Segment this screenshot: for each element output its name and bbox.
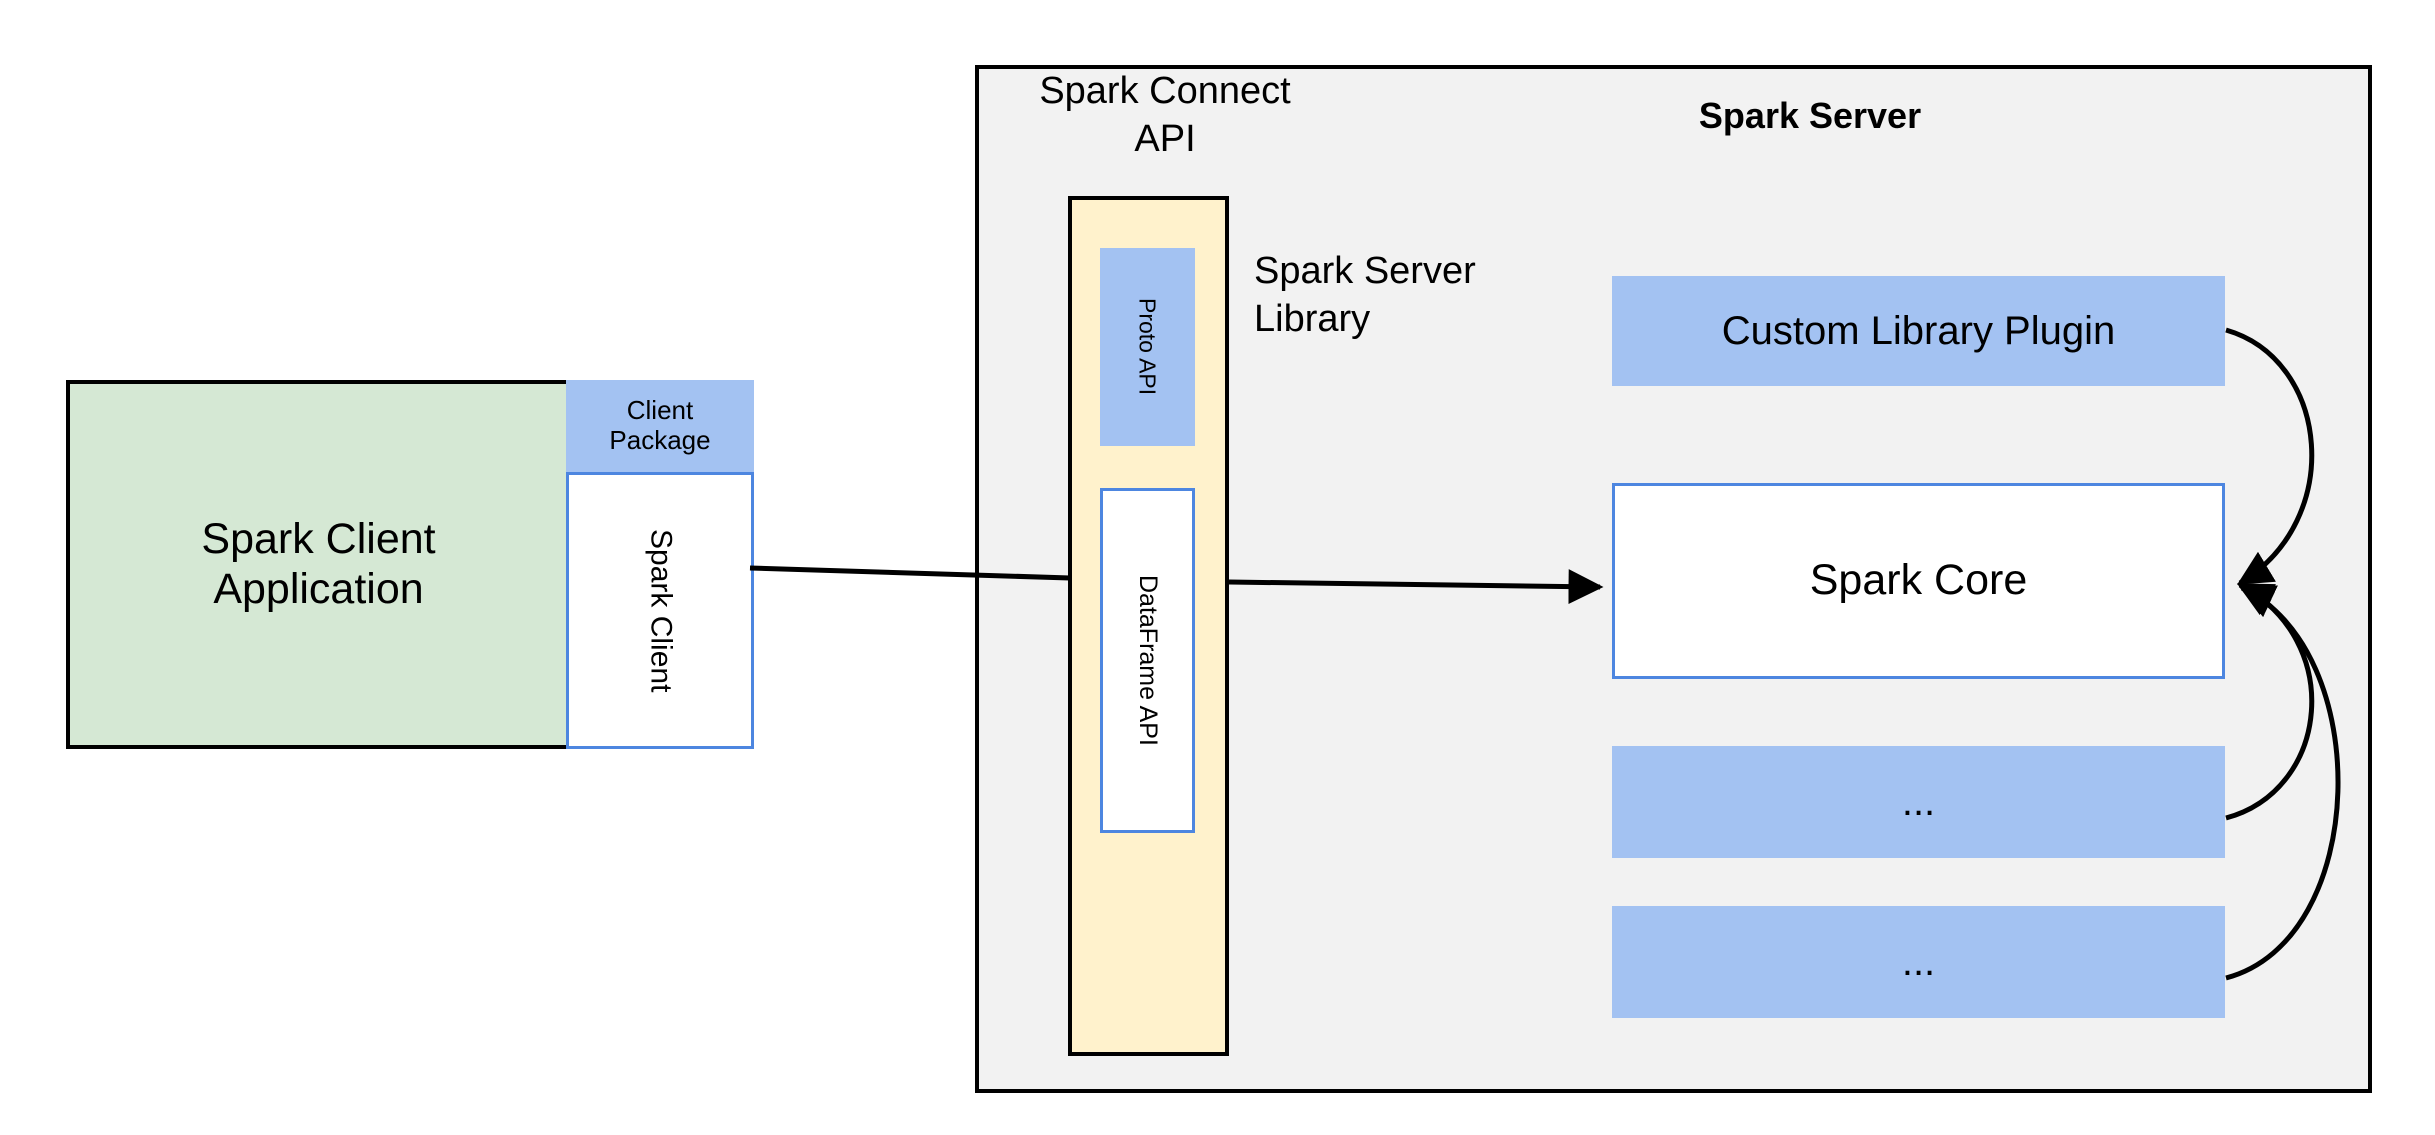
spark-client-application-box[interactable]: Spark Client Application: [66, 380, 571, 749]
client-package-box[interactable]: Client Package: [566, 380, 754, 472]
spark-client-box[interactable]: Spark Client: [566, 472, 754, 749]
dataframe-api-box[interactable]: DataFrame API: [1100, 488, 1195, 833]
custom-library-plugin-box[interactable]: Custom Library Plugin: [1612, 276, 2225, 386]
spark-core-box[interactable]: Spark Core: [1612, 483, 2225, 679]
proto-api-label: Proto API: [1134, 298, 1161, 396]
module-ellipsis-2-box[interactable]: ...: [1612, 906, 2225, 1018]
dataframe-api-label: DataFrame API: [1133, 575, 1162, 746]
spark-server-library-label: Spark Server Library: [1254, 250, 1476, 340]
spark-server-title: Spark Server: [1698, 95, 1922, 137]
spark-client-label: Spark Client: [644, 528, 678, 693]
module-ellipsis-1-box[interactable]: ...: [1612, 746, 2225, 858]
spark-connect-api-label: Spark Connect API: [1039, 70, 1291, 160]
proto-api-box[interactable]: Proto API: [1100, 248, 1195, 446]
